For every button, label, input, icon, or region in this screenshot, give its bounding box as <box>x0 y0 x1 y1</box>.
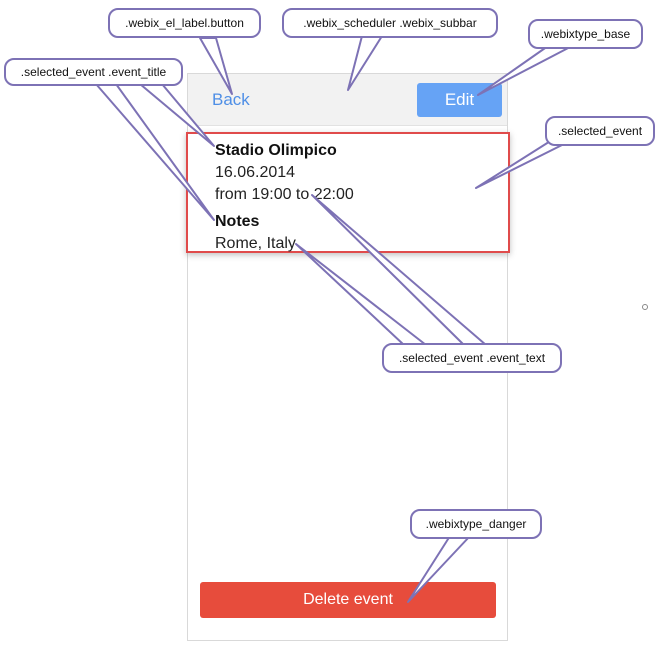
pointer-danger <box>407 535 471 603</box>
delete-event-button[interactable]: Delete event <box>200 582 496 618</box>
callout-type-danger: .webixtype_danger <box>410 509 542 539</box>
callout-selected-event: .selected_event <box>545 116 655 146</box>
pointer-text-1 <box>311 194 487 346</box>
event-title: Stadio Olimpico <box>215 142 337 159</box>
edit-button[interactable]: Edit <box>417 83 502 117</box>
pointer-selected-event <box>475 139 573 189</box>
notes-title: Notes <box>215 213 260 230</box>
callout-label-button: .webix_el_label.button <box>108 8 261 38</box>
pointer-text-2 <box>295 243 427 346</box>
selected-event-box: Stadio Olimpico 16.06.2014 from 19:00 to… <box>186 132 510 253</box>
pointer-type-base <box>477 45 573 96</box>
small-dot <box>642 304 648 310</box>
callout-event-title: .selected_event .event_title <box>4 58 183 86</box>
event-time: from 19:00 to 22:00 <box>215 186 354 203</box>
back-button[interactable]: Back <box>212 90 250 109</box>
pointer-subbar <box>347 35 383 91</box>
event-date: 16.06.2014 <box>215 164 296 181</box>
notes-text: Rome, Italy <box>215 235 296 252</box>
pointer-label-button <box>199 37 233 95</box>
pointer-title-2 <box>95 83 215 221</box>
callout-scheduler-subbar: .webix_scheduler .webix_subbar <box>282 8 498 38</box>
callout-event-text: .selected_event .event_text <box>382 343 562 373</box>
callout-type-base: .webixtype_base <box>528 19 643 49</box>
scheduler-subbar: Back Edit <box>188 74 507 126</box>
